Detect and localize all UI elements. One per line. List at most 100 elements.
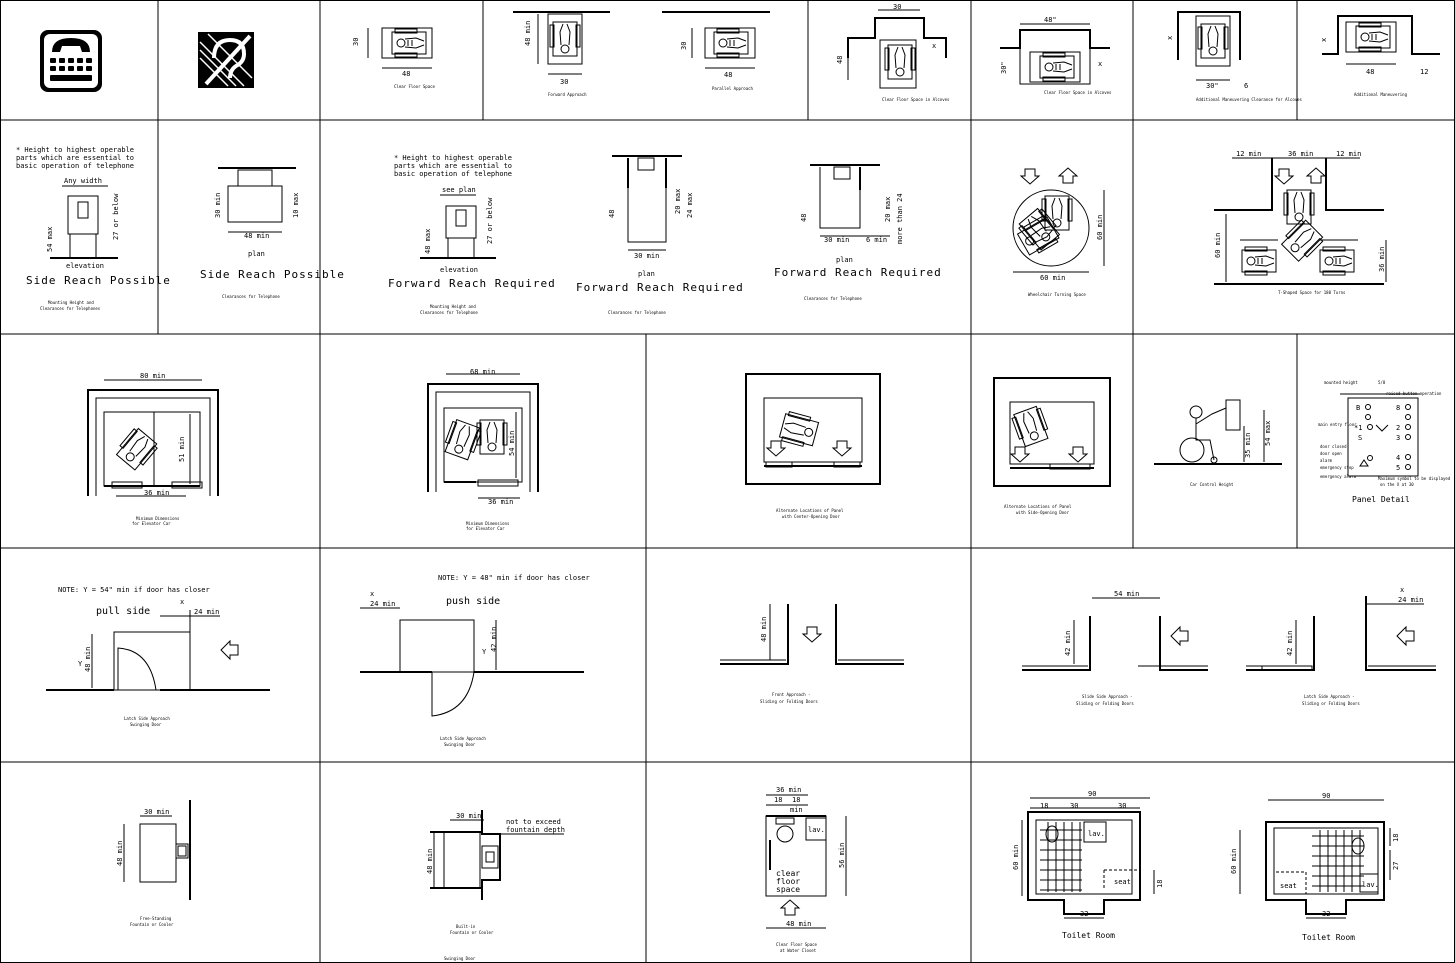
dim-text: 20 max <box>674 189 682 214</box>
dim-text: 48 min <box>84 647 92 672</box>
dim-text: 30 min <box>824 236 849 244</box>
forward-reach-elevation: * Height to highest operable parts which… <box>388 154 556 315</box>
elevator-car-1: 80 min 51 min 36 min Minimum Dimensions … <box>87 372 219 526</box>
note: fountain depth <box>506 826 565 834</box>
tty-symbol <box>40 30 102 92</box>
heading: Forward Reach Required <box>774 266 942 279</box>
dim-text: 30 <box>680 42 688 50</box>
note: NOTE: Y = 54" min if door has closer <box>58 586 210 594</box>
caption: Clear Floor Space <box>776 942 818 947</box>
dim-text: 35 min <box>1244 433 1252 458</box>
caption: Minimum Dimensions <box>136 516 180 521</box>
caption: Sliding or Folding Doors <box>1076 701 1134 706</box>
dim-text: 30 <box>1118 802 1126 810</box>
dim-text: 48 min <box>786 920 811 928</box>
caption: Latch Side Approach - <box>1304 694 1355 699</box>
caption: Wheelchair Turning Space <box>1028 292 1086 297</box>
car-control-height: 35 min 54 max Car Control Height <box>1154 399 1282 487</box>
dim-text: 48 <box>1366 68 1374 76</box>
side-reach-plan: 30 min 10 max 48 min plan Side Reach Pos… <box>200 167 345 299</box>
panel-key: S <box>1358 434 1362 442</box>
dim-text: 54 max <box>46 227 54 252</box>
caption: for Elevator Car <box>466 526 505 531</box>
dim-text: 18 <box>792 796 800 804</box>
caption: Sliding or Folding Doors <box>1302 701 1360 706</box>
hearing-symbol <box>198 32 254 88</box>
label: elevation <box>66 262 104 270</box>
approach-details: 48 min 30 Forward Approach 30 48 Paralle… <box>513 11 770 97</box>
caption: Clearances for Telephone <box>804 296 862 301</box>
fountain-freestanding: 30 min 48 min Free-Standing Fountain or … <box>116 800 191 927</box>
dim-text: 12 min <box>1236 150 1261 158</box>
dim-text: 36 min <box>1378 247 1386 272</box>
heading: Forward Reach Required <box>388 277 556 290</box>
note-line: * Height to highest operable <box>16 146 134 154</box>
caption: Clearances for Telephone <box>222 294 280 299</box>
caption: for Elevator Car <box>132 521 171 526</box>
panel-label: alarm <box>1320 458 1333 463</box>
label: elevation <box>440 266 478 274</box>
dim-text: 36 min <box>144 489 169 497</box>
dim-text: 30 min <box>214 193 222 218</box>
caption: Additional Maneuvering Clearance for Alc… <box>1196 97 1303 102</box>
note: not to exceed <box>506 818 561 826</box>
heading: Side Reach Possible <box>200 268 345 281</box>
dim-text: 18 <box>774 796 782 804</box>
panel-label: raised button operation <box>1386 391 1442 396</box>
alcove-detail-2: 48" 30" x Clear Floor Space in Alcoves <box>1000 16 1112 95</box>
dim-text: 48 <box>836 56 844 64</box>
dim-text: x <box>1098 60 1102 68</box>
caption: Free-Standing <box>140 916 172 921</box>
caption: Slide Side Approach - <box>1082 694 1133 699</box>
side-reach-elevation: * Height to highest operable parts which… <box>16 146 170 311</box>
elevator-car-2: 68 min 54 min 36 min Minimum Dimensions … <box>427 368 539 531</box>
dim-text: 48 min <box>116 841 124 866</box>
caption: Clearances for Telephone <box>608 310 666 315</box>
panel-key: 3 <box>1396 434 1400 442</box>
water-closet-space: 36 min 18 18 min lav. clear floor space … <box>765 786 847 953</box>
toilet-room-1: 90 18 30 30 lav. seat 18 60 min 32 Toile… <box>1012 790 1164 940</box>
dim-text: 60 min <box>1012 845 1020 870</box>
dim-text: x <box>932 42 936 50</box>
caption: Swinging Door <box>130 722 162 727</box>
dim-text: x <box>1166 36 1174 40</box>
note: NOTE: Y = 48" min if door has closer <box>438 574 590 582</box>
door-latch-pull: NOTE: Y = 54" min if door has closer pul… <box>46 586 270 727</box>
dim-text: 10 max <box>292 193 300 218</box>
note-line: basic operation of telephone <box>394 170 512 178</box>
label: pull side <box>96 606 150 617</box>
dim-text: min <box>790 806 803 814</box>
dim-text: 24 min <box>1398 596 1423 604</box>
panel-label: Maximum symbol to be displayed <box>1378 476 1451 481</box>
dim-text: 42 min <box>1064 631 1072 656</box>
heading: Toilet Room <box>1062 931 1115 940</box>
caption: Clear Floor Space in Alcoves <box>1044 90 1112 95</box>
label: lav. <box>1088 830 1105 838</box>
caption: Clearances for Telephone <box>420 310 478 315</box>
panel-key: 5 <box>1396 464 1400 472</box>
caption: Minimum Dimensions <box>466 521 510 526</box>
dim-text: 32 <box>1080 910 1088 918</box>
caption: Fountain or Cooler <box>130 922 174 927</box>
dim-text: Y <box>78 660 83 668</box>
panel-label: door open <box>1320 451 1342 456</box>
forward-reach-plan-1: 48 20 max 24 max 30 min plan Forward Rea… <box>576 155 743 315</box>
dim-text: x <box>1320 38 1328 42</box>
caption: Clearances for Telephones <box>40 306 101 311</box>
dim-text: 18 <box>1156 880 1164 888</box>
dim-text: 48 <box>724 71 732 79</box>
fountain-builtin: 30 min not to exceed fountain depth 48 m… <box>426 810 565 961</box>
label: plan <box>836 256 853 264</box>
dim-text: 42 min <box>490 627 498 652</box>
label: seat <box>1114 878 1131 886</box>
dim-text: 48 min <box>426 849 434 874</box>
caption: Latch Side Approach <box>124 716 170 721</box>
label: lav. <box>808 826 825 834</box>
dim-text: 6 <box>1244 82 1248 90</box>
caption: T-Shaped Space for 180 Turns <box>1278 290 1346 295</box>
dim-text: 12 min <box>1336 150 1361 158</box>
note-line: parts which are essential to <box>16 154 134 162</box>
caption: Built-in <box>456 924 476 929</box>
dim-text: 30 min <box>144 808 169 816</box>
